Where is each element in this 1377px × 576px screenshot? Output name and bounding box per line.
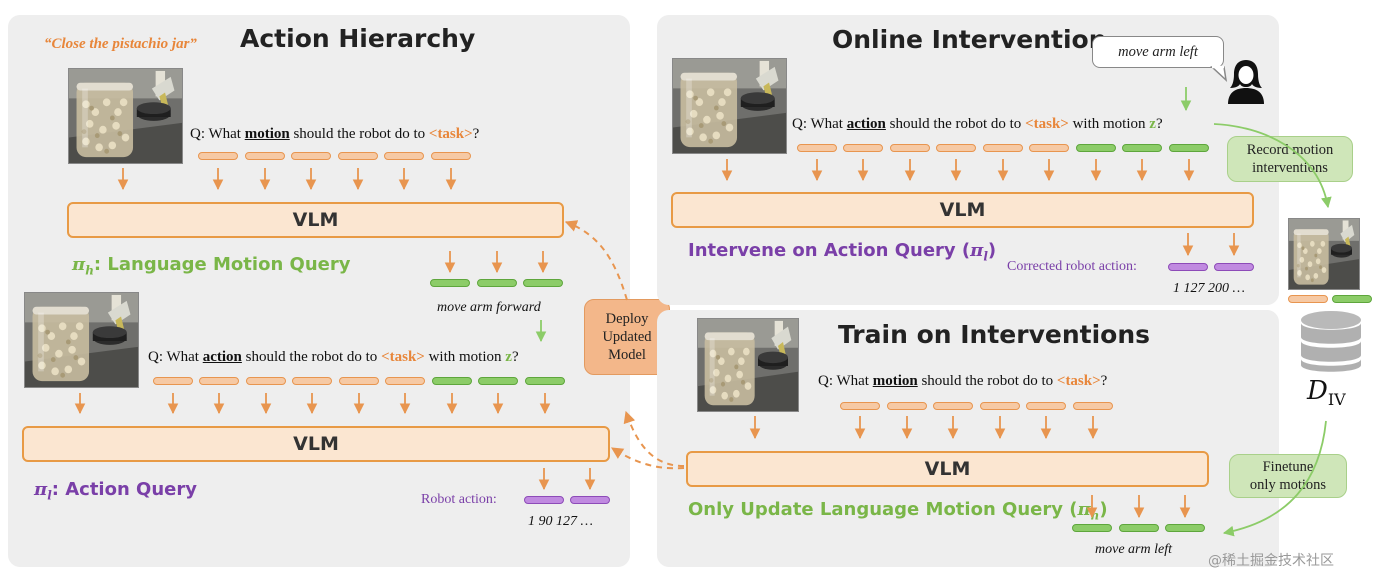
motion-token [1119,524,1159,532]
finetune-only-motions-badge: Finetune only motions [1229,454,1347,498]
vlm-online: VLM [671,192,1254,228]
query-token [840,402,880,410]
query-token [890,144,930,152]
query-token [199,377,239,385]
only-update-motion-query-label: Only Update Language Motion Query (πh) [688,499,1108,523]
query-token [384,152,424,160]
query-token [246,377,286,385]
query-token [339,377,379,385]
train-motion-output-text: move arm left [1095,542,1172,557]
task-instruction: “Close the pistachio jar” [44,36,197,52]
robot-camera-image [672,58,787,154]
dataset-label: DIV [1307,376,1346,410]
query-token [291,152,331,160]
query-token [936,144,976,152]
query-token [1026,402,1066,410]
motion-token [1165,524,1205,532]
vlm-train: VLM [686,451,1209,487]
watermark: @稀土掘金技术社区 [1208,553,1334,569]
query-token [198,152,238,160]
record-motion-interventions-badge: Record motion interventions [1227,136,1353,182]
query-token [338,152,378,160]
corrected-action-values: 1 127 200 … [1173,281,1245,296]
query-token [431,152,471,160]
robot-action-values: 1 90 127 … [528,514,593,529]
action-token [1214,263,1254,271]
robot-camera-image [68,68,183,164]
motion-token [477,279,517,287]
train-motion-query-text: Q: What motion should the robot do to <t… [818,373,1108,389]
motion-token [1072,524,1112,532]
motion-token [432,377,472,385]
action-token [524,496,564,504]
train-on-interventions-title: Train on Interventions [838,320,1151,349]
robot-camera-image [697,318,799,412]
motion-token [1169,144,1209,152]
query-token [292,377,332,385]
language-motion-query-label: πh: Language Motion Query [72,254,351,278]
query-token [1073,402,1113,410]
action-token [1168,263,1208,271]
query-token [797,144,837,152]
vlm-high-level: VLM [67,202,564,238]
deploy-updated-model-badge: Deploy Updated Model [584,299,670,375]
motion-query-text: Q: What motion should the robot do to <t… [190,126,480,142]
robot-action-label: Robot action: [421,492,497,507]
query-token [887,402,927,410]
query-token [983,144,1023,152]
online-action-query-text: Q: What action should the robot do to <t… [792,116,1163,132]
dataset-motion-token [1332,295,1372,303]
query-token [153,377,193,385]
query-token [1029,144,1069,152]
motion-token [523,279,563,287]
online-intervention-title: Online Intervention [832,25,1107,54]
motion-token [1076,144,1116,152]
motion-token [430,279,470,287]
dataset-query-token [1288,295,1328,303]
dataset-image [1288,218,1360,290]
query-token [245,152,285,160]
motion-token [525,377,565,385]
action-token [570,496,610,504]
robot-camera-image [24,292,139,388]
motion-token [478,377,518,385]
person-icon [1228,60,1264,104]
action-hierarchy-title: Action Hierarchy [240,24,476,53]
intervene-action-query-label: Intervene on Action Query (πl) [688,240,997,264]
motion-output-text: move arm forward [437,300,541,315]
corrected-action-label: Corrected robot action: [1007,259,1137,274]
database-icon [1301,311,1361,372]
speech-bubble: move arm left [1092,36,1224,68]
action-query-label: πl: Action Query [34,479,197,503]
query-token [843,144,883,152]
query-token [385,377,425,385]
motion-token [1122,144,1162,152]
action-query-text: Q: What action should the robot do to <t… [148,349,519,365]
vlm-low-level: VLM [22,426,610,462]
query-token [980,402,1020,410]
query-token [933,402,973,410]
